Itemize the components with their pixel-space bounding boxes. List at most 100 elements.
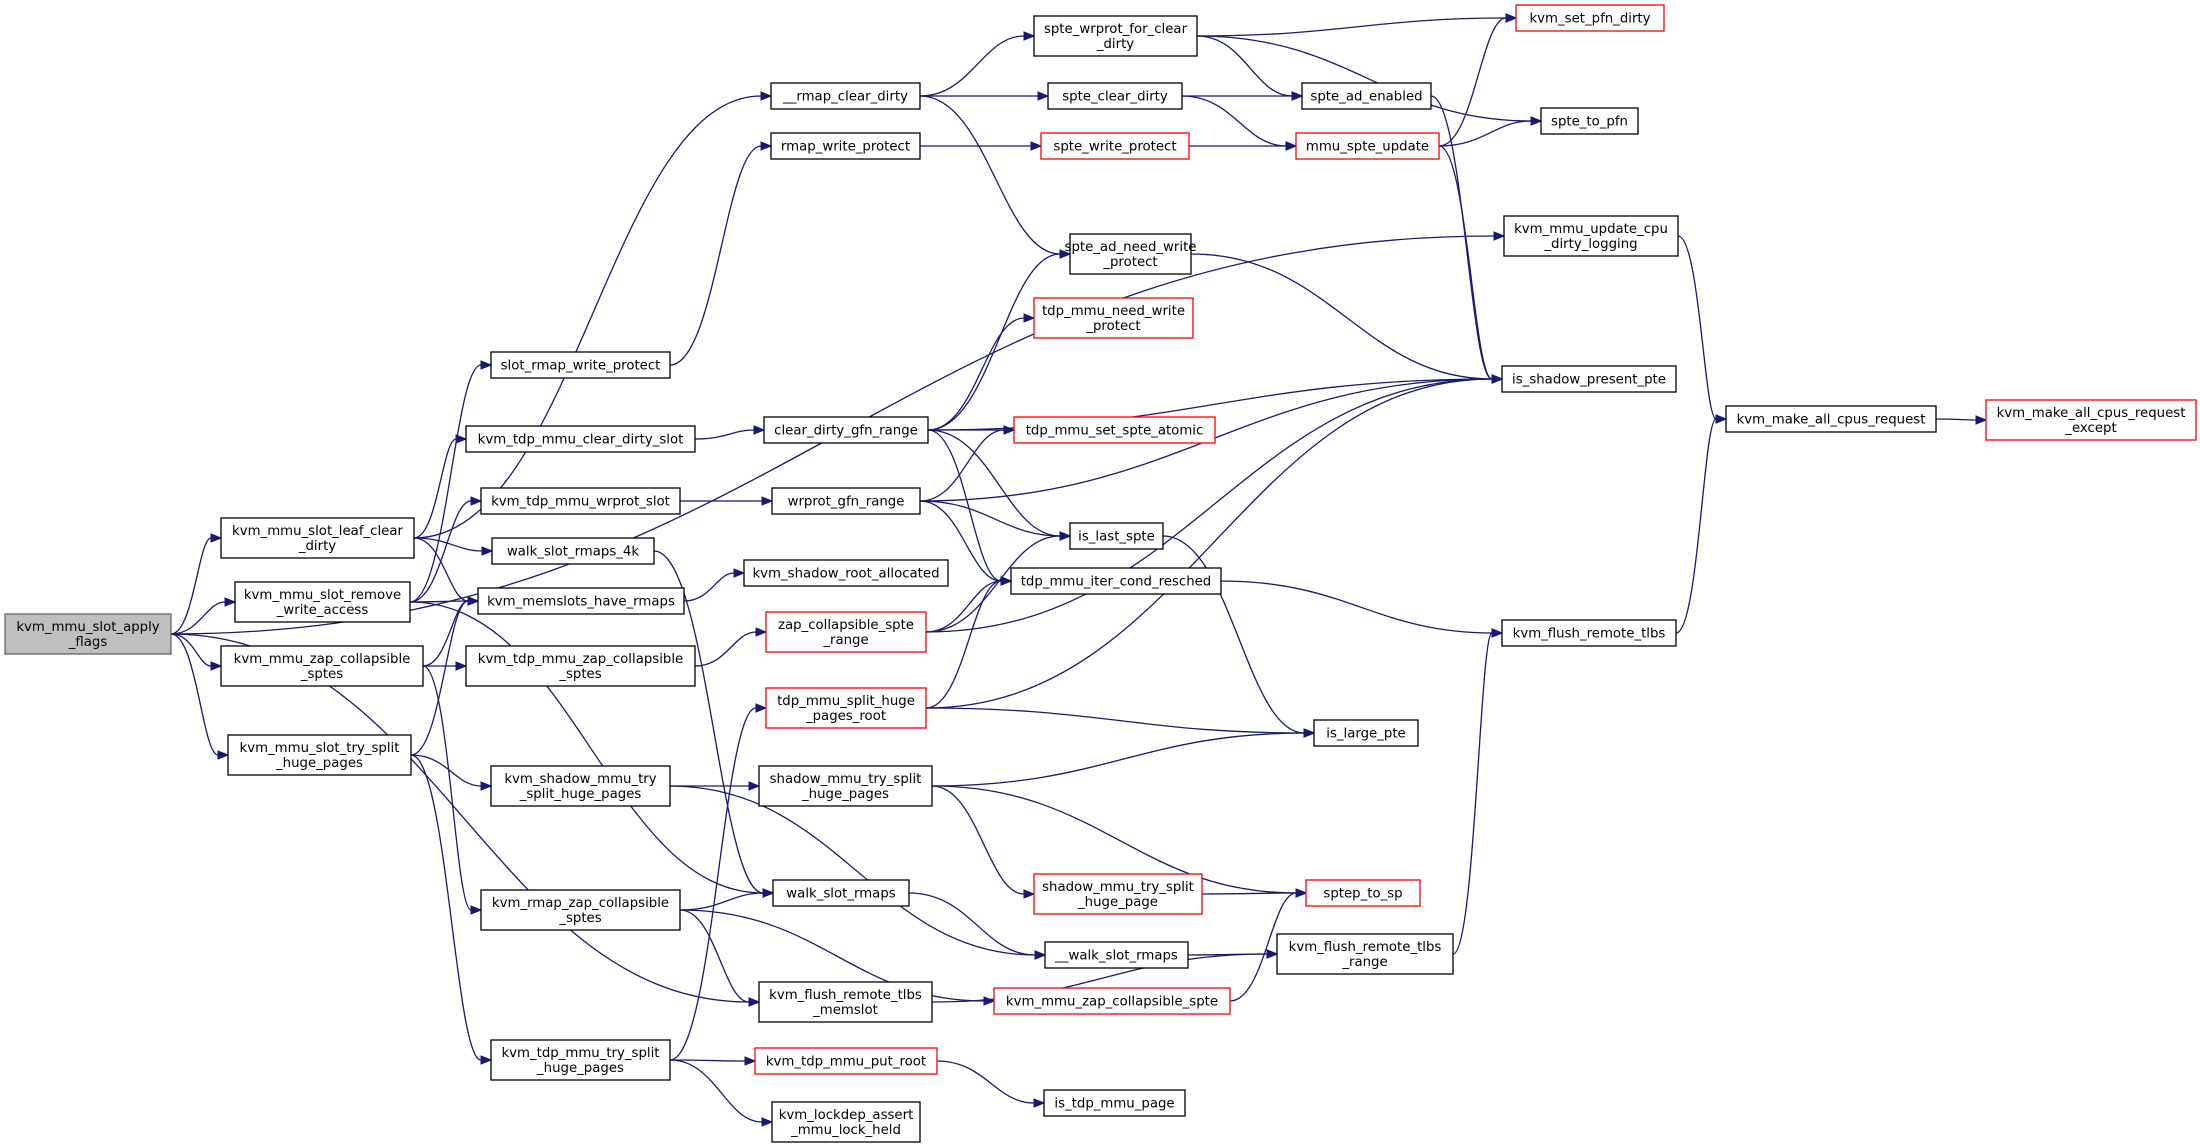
node-slot_rmap_wp[interactable]: slot_rmap_write_protect <box>490 351 671 379</box>
edge-mmu_spte_update-to-is_shadow_present <box>1438 145 1504 384</box>
node-label: zap_collapsible_spte <box>778 618 914 633</box>
node-box <box>763 416 929 444</box>
node-walk_4k[interactable]: walk_slot_rmaps_4k <box>491 537 655 565</box>
edge-memslots_have-to-shadow_root_alloc <box>683 568 746 602</box>
edge-arrowhead <box>1715 414 1728 424</box>
node-label: is_shadow_present_pte <box>1512 373 1666 388</box>
node-box <box>234 581 411 623</box>
node-is_shadow_present[interactable]: is_shadow_present_pte <box>1501 365 1677 393</box>
edge-zap_collapsible-to-tdp_zap_collapsible <box>422 661 468 671</box>
node-box <box>765 687 927 729</box>
edge-line <box>1438 120 1532 147</box>
node-wrprot_gfn[interactable]: wrprot_gfn_range <box>771 487 921 515</box>
edge-arrowhead <box>760 91 773 101</box>
node-shadow_mmu_try_split[interactable]: shadow_mmu_try_split_huge_pages <box>758 765 933 807</box>
node-wrprot_for_clear[interactable]: spte_wrprot_for_clear_dirty <box>1033 15 1198 57</box>
node-tdp_split_root[interactable]: tdp_mmu_split_huge_pages_root <box>765 687 927 729</box>
node-box <box>754 1047 938 1075</box>
edge-line <box>1677 235 1717 420</box>
node-is_large_pte[interactable]: is_large_pte <box>1313 719 1419 747</box>
edge-line <box>919 500 1002 582</box>
edge-line <box>410 754 482 787</box>
node-__walk[interactable]: __walk_slot_rmaps <box>1044 941 1189 969</box>
edge-line <box>669 145 762 366</box>
node-label: _protect <box>1102 255 1157 270</box>
node-tdp_zap_collapsible[interactable]: kvm_tdp_mmu_zap_collapsible_sptes <box>465 645 696 687</box>
node-ad_enabled[interactable]: spte_ad_enabled <box>1301 82 1432 110</box>
node-label: spte_wrprot_for_clear <box>1044 22 1188 37</box>
edge-line <box>925 535 1061 633</box>
edge-line <box>413 95 762 539</box>
node-label: mmu_spte_update <box>1306 140 1429 155</box>
node-leaf_clear[interactable]: kvm_mmu_slot_leaf_clear_dirty <box>220 517 415 559</box>
node-flush_remote[interactable]: kvm_flush_remote_tlbs <box>1501 619 1677 647</box>
node-box <box>1069 522 1164 550</box>
edge-mmu_spte_update-to-spte_to_pfn <box>1438 116 1543 147</box>
node-mmu_spte_update[interactable]: mmu_spte_update <box>1295 132 1440 160</box>
edge-line <box>170 601 226 635</box>
edge-zap_collapsible-to-rmap_zap <box>422 665 483 915</box>
node-remove_write[interactable]: kvm_mmu_slot_remove_write_access <box>234 581 411 623</box>
edge-arrowhead <box>761 496 774 506</box>
node-sptep_to_sp[interactable]: sptep_to_sp <box>1305 879 1421 907</box>
node-memslots_have[interactable]: kvm_memslots_have_rmaps <box>477 587 685 615</box>
node-box <box>1013 416 1216 444</box>
node-zap_coll_spte[interactable]: kvm_mmu_zap_collapsible_spte <box>993 987 1231 1015</box>
node-tdp_put_root[interactable]: kvm_tdp_mmu_put_root <box>754 1047 938 1075</box>
node-box <box>1501 365 1677 393</box>
node-set_pfn_dirty[interactable]: kvm_set_pfn_dirty <box>1515 4 1665 32</box>
node-label: kvm_mmu_slot_remove <box>244 588 401 603</box>
node-tdp_clear_dirty_slot[interactable]: kvm_tdp_mmu_clear_dirty_slot <box>465 425 696 453</box>
edge-arrowhead <box>1491 374 1504 384</box>
edge-tdp_split_root-to-iter_resched <box>925 576 1013 709</box>
node-ad_need_wp[interactable]: spte_ad_need_write_protect <box>1065 233 1197 275</box>
edge-line <box>1196 17 1507 37</box>
node-spte_write_protect[interactable]: spte_write_protect <box>1040 132 1190 160</box>
node-lockdep[interactable]: kvm_lockdep_assert_mmu_lock_held <box>771 1101 921 1143</box>
node-label: kvm_shadow_mmu_try <box>504 772 656 787</box>
edge-arrowhead <box>210 533 223 543</box>
node-box <box>1985 399 2197 441</box>
node-label: _sptes <box>558 667 601 682</box>
node-spte_clear_dirty[interactable]: spte_clear_dirty <box>1047 82 1183 110</box>
node-is_tdp_page[interactable]: is_tdp_mmu_page <box>1043 1089 1186 1117</box>
node-label: kvm_shadow_root_allocated <box>752 567 939 582</box>
node-zap_coll_range[interactable]: zap_collapsible_spte_range <box>765 611 927 653</box>
node-flush_range[interactable]: kvm_flush_remote_tlbs_range <box>1276 933 1454 975</box>
node-rmap_wp[interactable]: rmap_write_protect <box>770 132 921 160</box>
edge-line <box>1187 953 1268 956</box>
node-label: spte_ad_need_write <box>1065 240 1197 255</box>
node-tdp_try_split[interactable]: kvm_tdp_mmu_try_split_huge_pages <box>490 1039 671 1081</box>
node-make_all_except[interactable]: kvm_make_all_cpus_request_except <box>1985 399 2197 441</box>
node-is_last_spte[interactable]: is_last_spte <box>1069 522 1164 550</box>
edge-line <box>1935 418 1977 421</box>
node-slot_try_split[interactable]: kvm_mmu_slot_try_split_huge_pages <box>227 734 412 776</box>
edge-arrowhead <box>467 596 480 606</box>
node-box <box>220 517 415 559</box>
node-shadow_root_alloc[interactable]: kvm_shadow_root_allocated <box>743 559 949 587</box>
node-tdp_set_atomic[interactable]: tdp_mmu_set_spte_atomic <box>1013 416 1216 444</box>
node-label: __rmap_clear_dirty <box>782 90 908 105</box>
node-walk_slot_rmaps[interactable]: walk_slot_rmaps <box>772 879 910 907</box>
edge-tdp_split_root-to-is_large_pte <box>925 707 1316 738</box>
node-tdp_wrprot_slot[interactable]: kvm_tdp_mmu_wrprot_slot <box>480 487 681 515</box>
edges-layer <box>170 13 1988 1127</box>
node-tdp_need_wp[interactable]: tdp_mmu_need_write_protect <box>1033 297 1194 339</box>
node-rmap_clear_dirty[interactable]: __rmap_clear_dirty <box>770 82 921 110</box>
node-box <box>480 889 681 931</box>
node-flush_memslot[interactable]: kvm_flush_remote_tlbs_memslot <box>758 981 933 1023</box>
node-clear_dirty_gfn[interactable]: clear_dirty_gfn_range <box>763 416 929 444</box>
node-shadow_try_split_page[interactable]: shadow_mmu_try_split_huge_page <box>1033 873 1203 915</box>
node-rmap_zap[interactable]: kvm_rmap_zap_collapsible_sptes <box>480 889 681 931</box>
node-spte_to_pfn[interactable]: spte_to_pfn <box>1540 107 1639 135</box>
node-update_cpu_dirty[interactable]: kvm_mmu_update_cpu_dirty_logging <box>1503 215 1679 257</box>
node-box <box>993 987 1231 1015</box>
edge-line <box>413 537 483 552</box>
node-box <box>465 645 696 687</box>
node-shadow_try_split[interactable]: kvm_shadow_mmu_try_split_huge_pages <box>490 765 671 807</box>
node-label: _dirty <box>298 539 336 554</box>
node-make_all_cpus[interactable]: kvm_make_all_cpus_request <box>1725 405 1937 433</box>
edge-tdp_try_split-to-tdp_split_root <box>669 703 768 1061</box>
node-iter_resched[interactable]: tdp_mmu_iter_cond_resched <box>1010 567 1222 595</box>
node-zap_collapsible[interactable]: kvm_mmu_zap_collapsible_sptes <box>220 645 424 687</box>
